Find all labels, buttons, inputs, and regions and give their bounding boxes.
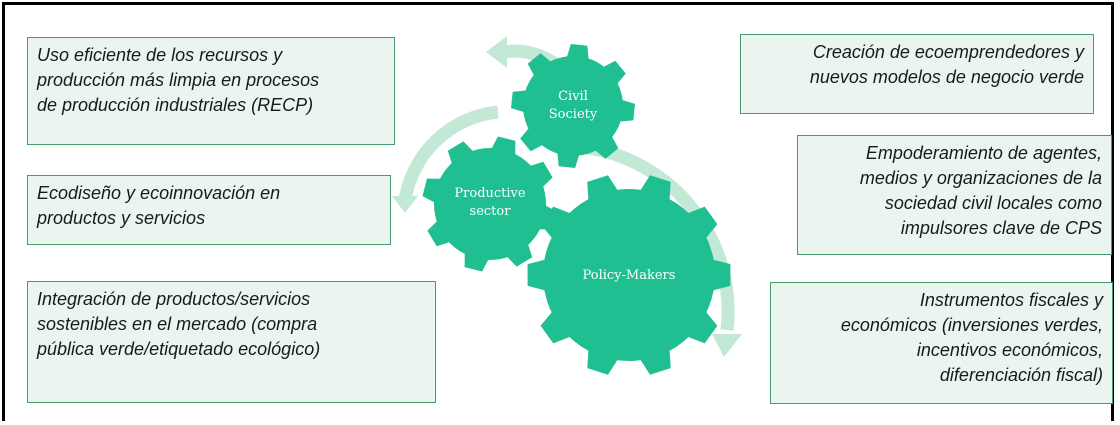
arrow-left-head	[392, 196, 418, 213]
box-ecodiseno-text: Ecodiseño y ecoinnovación en productos y…	[37, 183, 281, 228]
arrow-right-head	[712, 334, 742, 357]
box-recp: Uso eficiente de los recursos y producci…	[27, 37, 395, 145]
gear-label-civil-2: Society	[549, 107, 598, 122]
box-ecoemprendedores-text: Creación de ecoemprendedores y nuevos mo…	[809, 42, 1084, 87]
gear-label-civil-1: Civil	[558, 89, 588, 104]
box-empoderamiento-text: Empoderamiento de agentes, medios y orga…	[859, 143, 1102, 238]
box-empoderamiento: Empoderamiento de agentes, medios y orga…	[797, 135, 1112, 255]
arrow-top-head	[486, 36, 507, 68]
box-ecoemprendedores: Creación de ecoemprendedores y nuevos mo…	[740, 34, 1094, 114]
gear-label-policy: Policy-Makers	[583, 268, 676, 283]
gear-policy-makers-body	[543, 189, 715, 361]
box-instrumentos: Instrumentos fiscales y económicos (inve…	[770, 282, 1113, 404]
box-ecodiseno: Ecodiseño y ecoinnovación en productos y…	[27, 175, 391, 245]
gear-label-productive-1: Productive	[454, 186, 525, 201]
gear-productive-sector-body	[434, 148, 546, 260]
gear-civil-society-body	[523, 56, 623, 156]
arrow-left-curve	[398, 105, 499, 202]
box-integracion: Integración de productos/servicios soste…	[27, 281, 436, 403]
gear-label-productive-2: sector	[470, 204, 512, 219]
box-recp-text: Uso eficiente de los recursos y producci…	[37, 45, 320, 115]
box-instrumentos-text: Instrumentos fiscales y económicos (inve…	[840, 290, 1103, 385]
diagram-frame	[2, 2, 1114, 421]
box-integracion-text: Integración de productos/servicios soste…	[37, 289, 321, 359]
